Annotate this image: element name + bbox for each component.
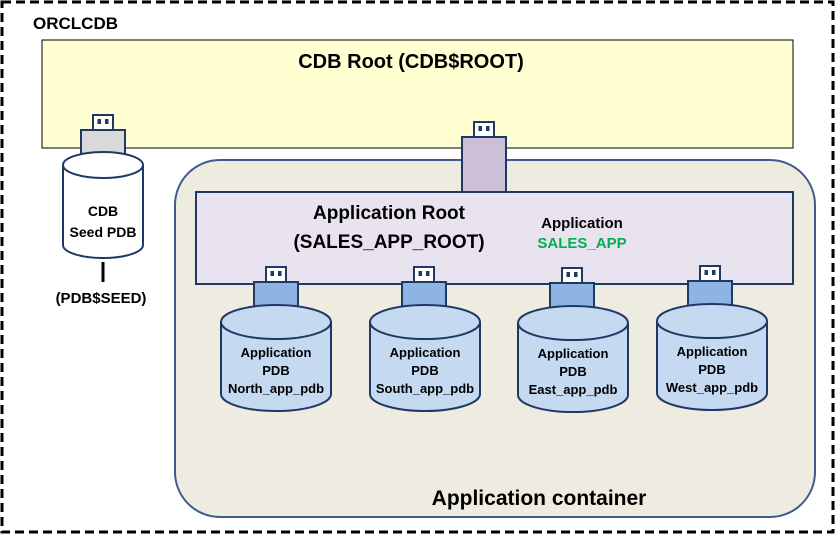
app-pdb-north-line3: North_app_pdb: [228, 381, 324, 396]
app-pdb-east-line3: East_app_pdb: [529, 382, 618, 397]
app-root-line2: (SALES_APP_ROOT): [293, 232, 484, 253]
seed-pdb-cylinder: [62, 151, 144, 259]
app-pdb-east: [517, 267, 629, 413]
app-root-line1: Application Root: [313, 203, 466, 224]
seed-pdb-caption: (PDB$SEED): [56, 290, 147, 307]
app-pdb-north: [220, 266, 332, 412]
app-pdb-east-line2: PDB: [559, 364, 586, 379]
app-pdb-south-line2: PDB: [411, 363, 438, 378]
app-name: SALES_APP: [537, 235, 626, 252]
app-pdb-east-line1: Application: [538, 346, 609, 361]
cdb-root-label: CDB Root (CDB$ROOT): [298, 51, 524, 73]
app-heading: Application: [541, 215, 623, 232]
cdb-name: ORCLCDB: [33, 14, 118, 33]
app-pdb-south-line1: Application: [390, 345, 461, 360]
app-pdb-south: [369, 266, 481, 412]
cdb-root-box: [41, 39, 794, 149]
app-pdb-west: [656, 265, 768, 411]
app-pdb-north-line1: Application: [241, 345, 312, 360]
app-pdb-south-line3: South_app_pdb: [376, 381, 474, 396]
seed-pdb-line2: Seed PDB: [70, 224, 137, 240]
app-pdb-west-line3: West_app_pdb: [666, 380, 758, 395]
app-pdb-north-line2: PDB: [262, 363, 289, 378]
application-container-label: Application container: [432, 487, 647, 510]
application-root-box: [195, 191, 794, 285]
seed-pdb-line1: CDB: [88, 203, 118, 219]
app-pdb-west-line2: PDB: [698, 362, 725, 377]
app-pdb-west-line1: Application: [677, 344, 748, 359]
